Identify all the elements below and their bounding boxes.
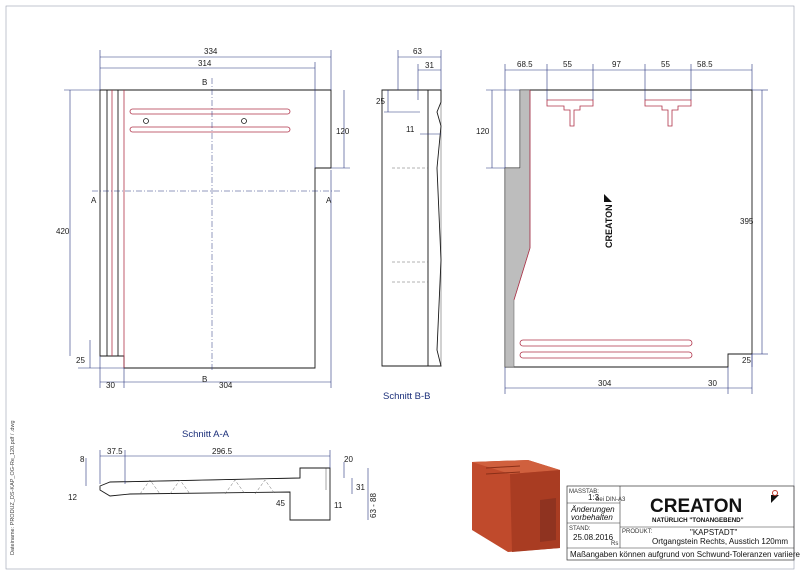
product-name: "KAPSTADT" <box>690 528 737 537</box>
tagline: NATÜRLICH "TONANGEBEND" <box>652 517 744 524</box>
dim-30-top: 30 <box>106 381 115 390</box>
dim-11-aa: 11 <box>334 501 343 510</box>
section-aa-title: Schnitt A-A <box>182 429 230 440</box>
section-mark-b-top: B <box>202 78 207 87</box>
section-bb-view: 63 31 25 11 Schnitt B-B <box>376 47 442 402</box>
section-mark-a-left: A <box>91 196 97 205</box>
creaton-logo: CREATON <box>650 496 742 517</box>
scale-note: bei DIN-A3 <box>596 497 626 503</box>
top-view: 334 314 420 120 25 30 304 B B A A <box>56 47 350 390</box>
title-block: MASSTAB: 1:3 bei DIN-A3 Änderungen vorbe… <box>566 485 800 561</box>
nail-hole-right <box>241 118 247 124</box>
section-aa-outline <box>99 467 331 521</box>
dim-420: 420 <box>56 227 70 236</box>
top-view-outline <box>99 89 332 369</box>
dim-58-5: 58.5 <box>697 60 713 69</box>
logo-mark-icon <box>771 495 779 503</box>
dim-296-5: 296.5 <box>212 447 233 456</box>
hook-left <box>546 99 594 127</box>
scale-label: MASSTAB: <box>569 489 599 495</box>
section-bb-title: Schnitt B-B <box>383 391 431 402</box>
dim-314: 314 <box>198 59 212 68</box>
date-value: 25.08.2016 <box>573 533 614 542</box>
dim-45: 45 <box>276 499 285 508</box>
groove-lower <box>129 126 291 133</box>
dim-63: 63 <box>413 47 422 56</box>
side-strip <box>504 89 531 368</box>
dim-120-bottom: 120 <box>476 127 490 136</box>
sheet-frame <box>5 5 795 570</box>
dim-63-88: 63 - 88 <box>369 493 378 518</box>
dim-8: 8 <box>80 455 85 464</box>
section-bb-hatch <box>427 89 442 367</box>
dim-30-bottom: 30 <box>708 379 717 388</box>
dim-37-5: 37.5 <box>107 447 123 456</box>
dim-97: 97 <box>612 60 621 69</box>
scale-value: 1:3 <box>588 493 600 502</box>
file-name-text: Dateiname: PRODUZ_DS-KAP_OG-Re_120.pdf /… <box>10 420 16 555</box>
changes-line-1: Änderungen <box>570 505 615 514</box>
dim-25-bb: 25 <box>376 97 385 106</box>
date-label: STAND: <box>569 526 591 532</box>
bottom-view: CREATON 68.5 55 97 55 58.5 120 395 25 30… <box>476 60 768 394</box>
dim-395: 395 <box>740 217 754 226</box>
dim-31-aa: 31 <box>356 483 365 492</box>
initials: Rs <box>611 541 618 547</box>
dim-120-top: 120 <box>336 127 350 136</box>
changes-line-2: vorbehalten <box>571 513 613 522</box>
dim-25-bottom: 25 <box>742 356 751 365</box>
dim-25-top: 25 <box>76 356 85 365</box>
product-description: Ortgangstein Rechts, Ausstich 120mm <box>652 537 788 546</box>
dim-304-top: 304 <box>219 381 233 390</box>
groove-bottom-2 <box>519 351 693 359</box>
groove-bottom-1 <box>519 339 693 347</box>
product-label: PRODUKT: <box>622 529 653 535</box>
creaton-brand-mark: CREATON <box>604 194 614 248</box>
groove-upper <box>129 108 291 115</box>
dim-12: 12 <box>68 493 77 502</box>
dim-55-right: 55 <box>661 60 670 69</box>
dim-55-left: 55 <box>563 60 572 69</box>
nail-hole-left <box>143 118 149 124</box>
footer-note: Maßangaben können aufgrund von Schwund-T… <box>570 550 800 559</box>
svg-text:CREATON: CREATON <box>604 204 614 248</box>
tile-illustration <box>472 460 560 552</box>
section-mark-b-bottom: B <box>202 375 207 384</box>
section-mark-a-right: A <box>326 196 332 205</box>
hook-right <box>644 99 692 127</box>
bottom-view-outline <box>504 89 753 368</box>
dim-31: 31 <box>425 61 434 70</box>
section-aa-view: Schnitt A-A 8 37.5 296.5 20 31 12 45 11 … <box>68 429 378 521</box>
dim-20: 20 <box>344 455 353 464</box>
dim-334: 334 <box>204 47 218 56</box>
dim-11-bb: 11 <box>406 125 415 134</box>
dim-68-5: 68.5 <box>517 60 533 69</box>
dim-304-bottom: 304 <box>598 379 612 388</box>
